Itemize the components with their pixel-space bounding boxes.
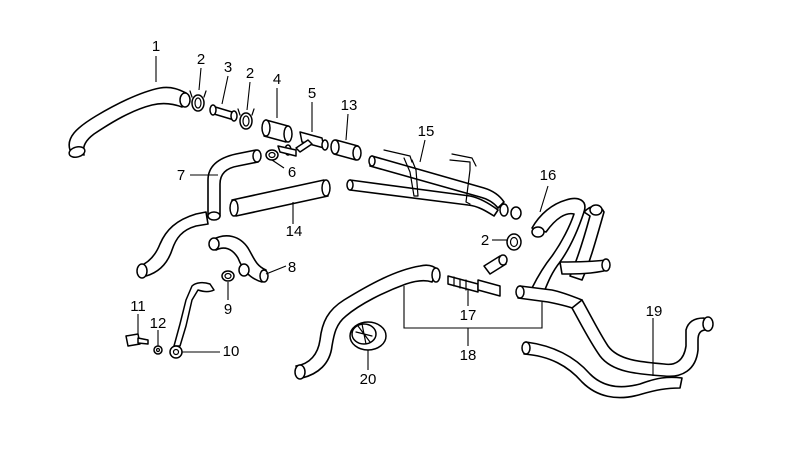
part-1-hose: [68, 86, 191, 159]
part-17-connector: [447, 254, 508, 297]
part-20-grommet: [349, 321, 387, 351]
part-5-t-piece: [277, 131, 329, 157]
callout-13: 13: [341, 97, 358, 114]
part-2-clamp-b: [237, 108, 255, 130]
part-16-hose: [531, 197, 611, 293]
part-9-clamp: [221, 263, 250, 282]
part-6-clamp: [265, 149, 279, 161]
callout-2: 2: [481, 232, 489, 249]
callout-7: 7: [177, 167, 185, 184]
part-10-bracket: [169, 281, 215, 359]
part-3-connector: [209, 104, 238, 122]
callout-15: 15: [418, 123, 435, 140]
part-12-washer: [153, 345, 163, 355]
part-left-s-hose: [136, 211, 209, 279]
callout-20: 20: [360, 371, 377, 388]
leader-lines: [137, 56, 654, 376]
part-18-hose-left: [294, 264, 441, 380]
callout-1: 1: [152, 38, 160, 55]
callout-11: 11: [130, 298, 146, 315]
callout-10: 10: [223, 343, 240, 360]
callout-19: 19: [646, 303, 663, 320]
part-15-pipe-assembly: [346, 149, 522, 220]
callout-6: 6: [288, 164, 296, 181]
part-19-hose: [521, 299, 714, 399]
part-2-clamp-a: [189, 90, 207, 112]
part-18-hose-right: [515, 285, 583, 311]
part-13-sleeve: [330, 139, 362, 161]
callout-14: 14: [286, 223, 303, 240]
callout-4: 4: [273, 71, 281, 88]
callout-labels: 1 2 3 2 4 5 13 15 7 6 16 14 2 8 9 11 12 …: [130, 38, 662, 388]
part-14-straight-hose: [229, 179, 331, 217]
part-2-clamp-c: [506, 233, 522, 251]
part-4-sleeve: [261, 119, 293, 143]
callout-2: 2: [246, 65, 254, 82]
callout-12: 12: [150, 315, 167, 332]
callout-3: 3: [224, 59, 232, 76]
callout-2: 2: [197, 51, 205, 68]
callout-9: 9: [224, 301, 232, 318]
part-8-hose: [208, 235, 269, 283]
callout-16: 16: [540, 167, 557, 184]
callout-8: 8: [288, 259, 296, 276]
callout-5: 5: [308, 85, 316, 102]
callout-18: 18: [460, 347, 477, 364]
callout-17: 17: [460, 307, 477, 324]
part-7-elbow-hose: [207, 149, 262, 221]
part-11-bolt: [125, 333, 149, 347]
